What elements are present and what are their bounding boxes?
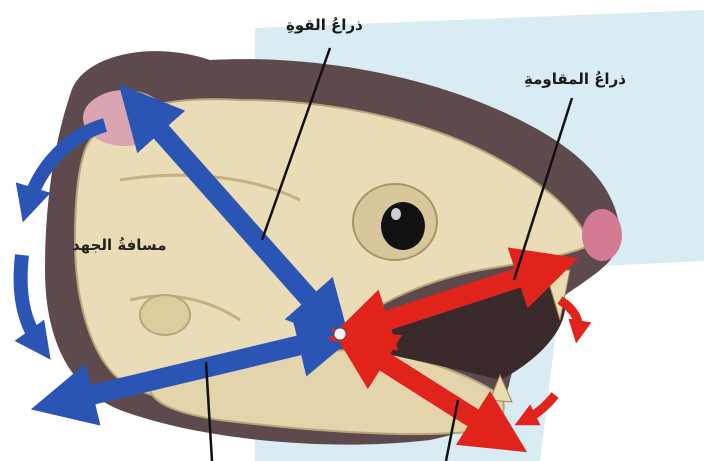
label-effort-arm: ذراعُ القوةِ bbox=[286, 16, 363, 34]
label-resistance-arm: ذراعُ المقاومةِ bbox=[524, 70, 626, 88]
curved-motion-arrow bbox=[21, 255, 40, 345]
ear-bone bbox=[140, 295, 190, 335]
eye-highlight bbox=[391, 208, 401, 220]
fulcrum-joint bbox=[334, 328, 346, 340]
eye bbox=[381, 202, 425, 250]
nose bbox=[582, 209, 622, 261]
label-effort-distance: مسافةُ الجهد bbox=[72, 236, 166, 254]
